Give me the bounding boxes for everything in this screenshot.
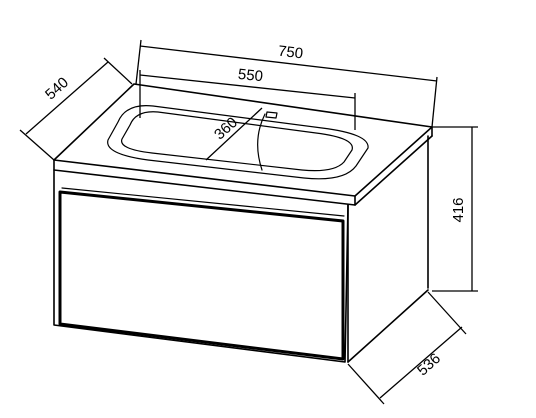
- dim-540-ext-bottom: [19, 129, 55, 161]
- dim-550-label: 550: [237, 66, 264, 86]
- dim-540-ext-top: [103, 57, 133, 85]
- dim-536-label: 536: [414, 350, 444, 379]
- dimension-overall-width: 750: [135, 39, 438, 128]
- dim-750-label: 750: [277, 43, 304, 63]
- countertop: [53, 83, 433, 206]
- dimension-overall-depth: 540: [19, 57, 133, 161]
- dim-536-ext-bottom: [347, 363, 385, 405]
- countertop-front-edge: [53, 159, 356, 206]
- dim-750-line: [139, 45, 438, 82]
- drawer-front: [58, 190, 345, 361]
- dimension-height: 416: [432, 126, 478, 292]
- dimension-basin-width: 550: [139, 66, 356, 130]
- basin: [107, 104, 369, 180]
- dim-360-label: 360: [211, 114, 241, 143]
- cabinet-bottom-side-edge: [347, 289, 429, 363]
- dim-540-line: [25, 61, 109, 135]
- countertop-right-edge: [354, 135, 433, 206]
- basin-inner-bowl: [121, 111, 353, 172]
- dim-540-label: 540: [42, 74, 72, 103]
- dimension-basin-depth: 360: [205, 107, 263, 161]
- basin-outer-rim: [107, 104, 369, 180]
- dim-536-ext-top: [427, 291, 467, 335]
- countertop-top-surface: [53, 83, 433, 197]
- cabinet: [53, 135, 429, 363]
- basin-drain-curve: [257, 113, 266, 171]
- dim-416-label: 416: [450, 197, 467, 222]
- faucet-hole: [265, 111, 278, 119]
- cabinet-front-frame: [53, 169, 349, 363]
- dim-750-ext-right: [431, 76, 438, 128]
- dim-360-line: [205, 107, 263, 161]
- dim-536-line: [379, 326, 463, 399]
- dim-750-ext-left: [135, 39, 142, 85]
- drawer-top-rail: [61, 187, 345, 217]
- dim-550-line: [139, 74, 356, 99]
